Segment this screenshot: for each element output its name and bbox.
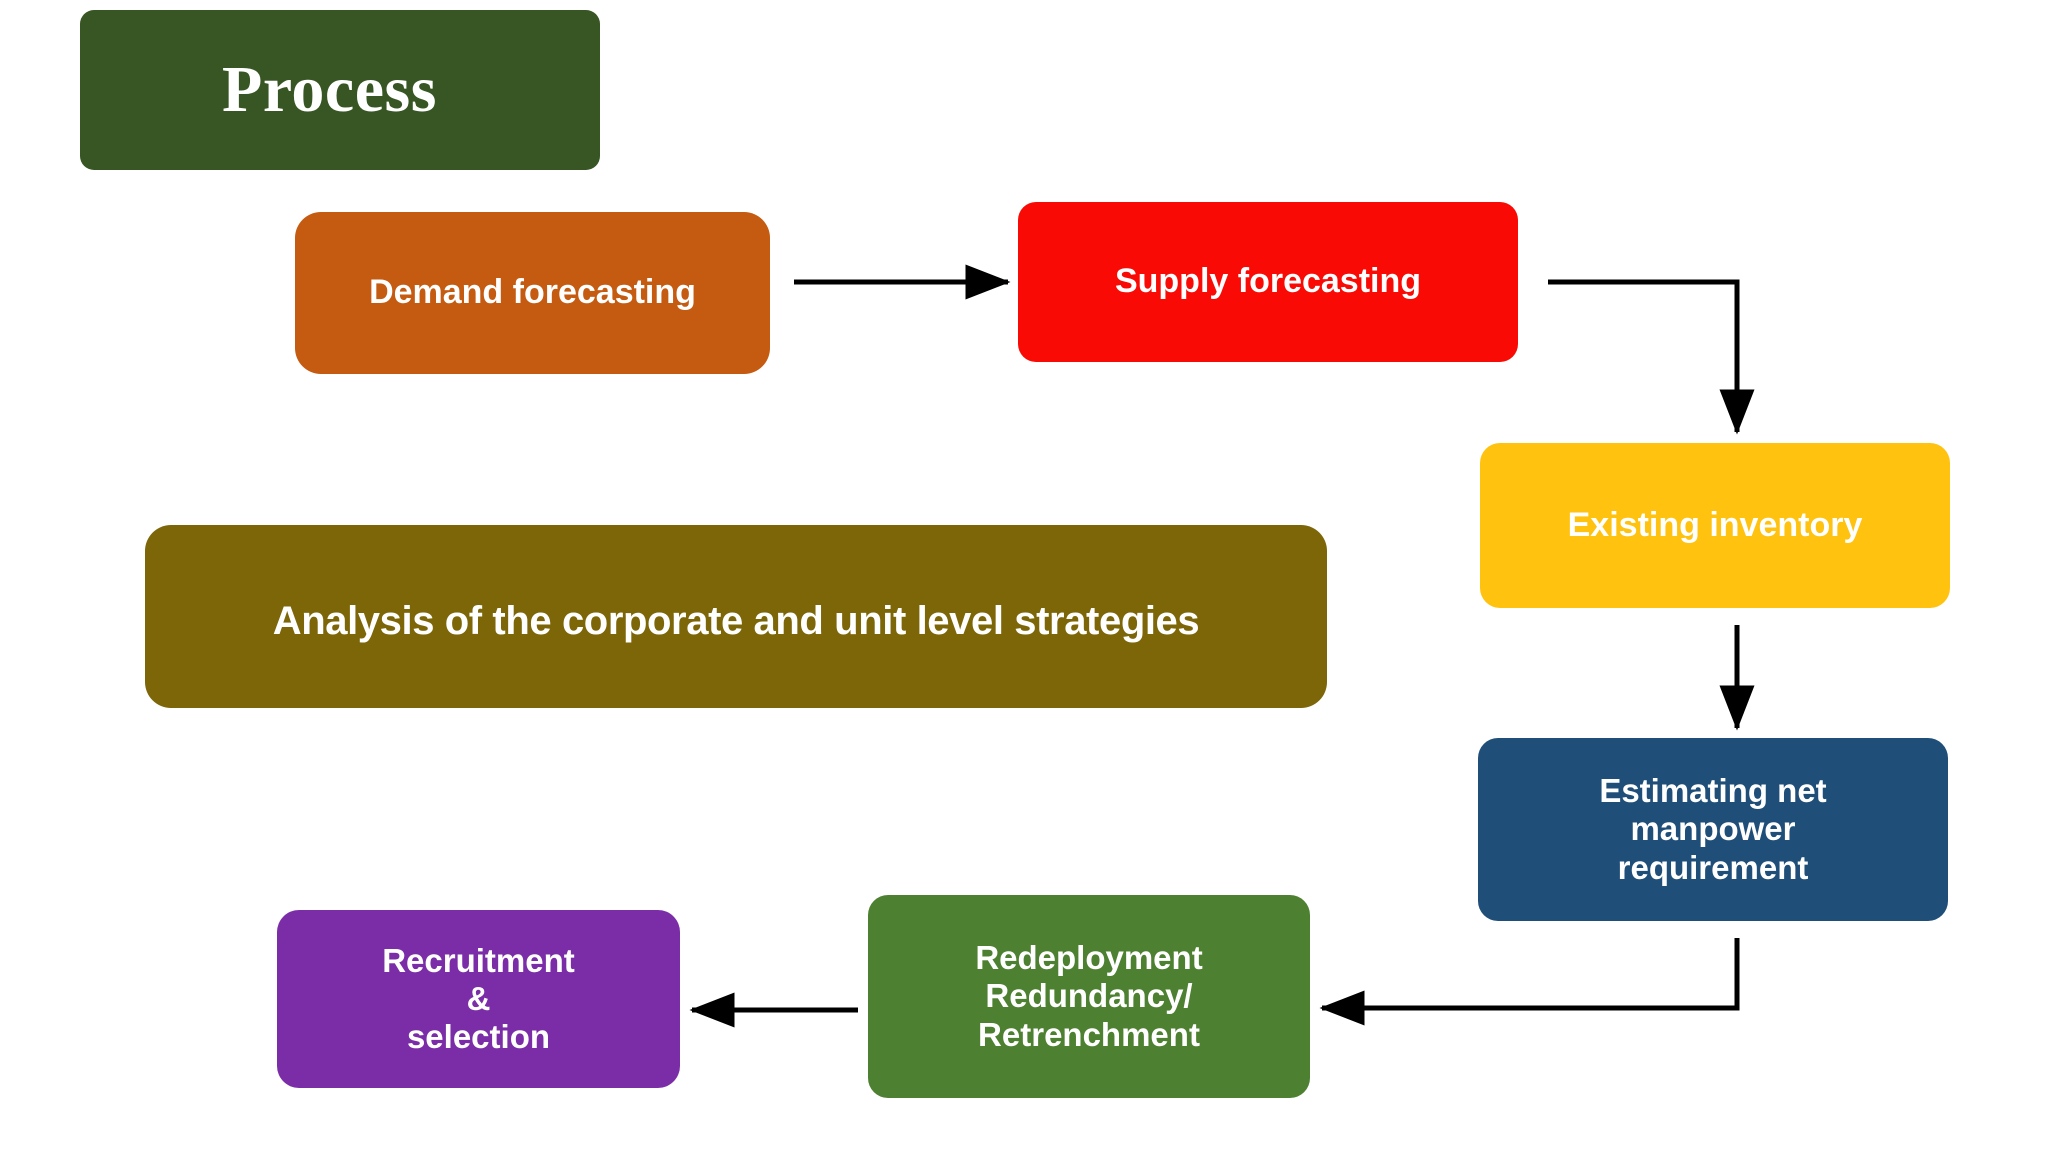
node-label: Existing inventory xyxy=(1567,505,1863,544)
node-label: Recruitment & selection xyxy=(382,941,575,1056)
edge-supply-to-inventory xyxy=(1548,279,1755,435)
node-estimating-net-manpower-requirement[interactable]: Estimating net manpower requirement xyxy=(1478,738,1948,921)
node-demand-forecasting[interactable]: Demand forecasting xyxy=(295,212,770,374)
node-supply-forecasting[interactable]: Supply forecasting xyxy=(1018,202,1518,362)
node-analysis-of-strategies[interactable]: Analysis of the corporate and unit level… xyxy=(145,525,1327,708)
node-existing-inventory[interactable]: Existing inventory xyxy=(1480,443,1950,608)
node-label: Estimating net manpower requirement xyxy=(1599,772,1827,886)
node-redeployment-redundancy-retrenchment[interactable]: Redeployment Redundancy/ Retrenchment xyxy=(868,895,1310,1098)
node-label: Demand forecasting xyxy=(369,273,696,312)
node-label: Analysis of the corporate and unit level… xyxy=(272,599,1200,644)
title-banner: Process xyxy=(80,10,600,170)
edge-estimating-to-redeploy xyxy=(1319,938,1740,1026)
node-label: Supply forecasting xyxy=(1114,262,1422,301)
page-title: Process xyxy=(222,53,437,126)
node-label: Redeployment Redundancy/ Retrenchment xyxy=(975,939,1203,1053)
node-recruitment-and-selection[interactable]: Recruitment & selection xyxy=(277,910,680,1088)
